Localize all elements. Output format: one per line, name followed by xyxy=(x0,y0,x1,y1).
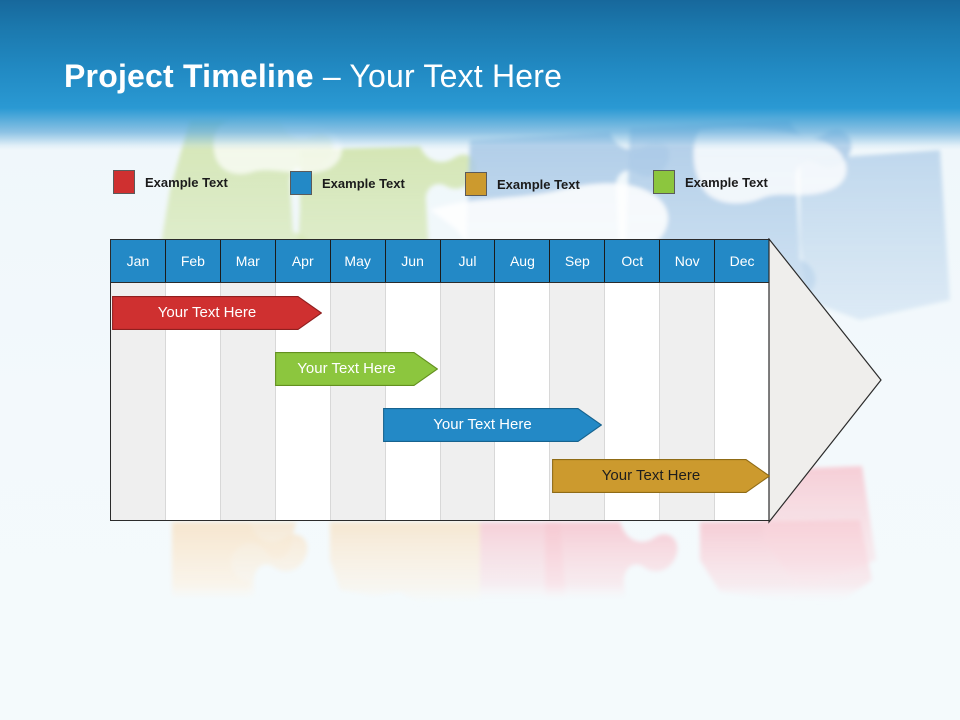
legend-item-label: Example Text xyxy=(685,174,768,190)
legend-swatch-icon xyxy=(465,172,487,196)
legend-swatch-icon xyxy=(290,171,312,195)
legend-item-label: Example Text xyxy=(145,174,228,190)
page-title-light: Your Text Here xyxy=(349,58,563,94)
legend-swatch-icon xyxy=(113,170,135,194)
month-header-nov[interactable]: Nov xyxy=(660,240,716,282)
timeline-column-jul xyxy=(440,240,496,520)
legend-item-1[interactable]: Example Text xyxy=(113,170,228,194)
timeline-column-aug xyxy=(495,240,551,520)
timeline-bar-1[interactable]: Your Text Here xyxy=(112,296,322,330)
legend-swatch-icon xyxy=(653,170,675,194)
month-header-jun[interactable]: Jun xyxy=(385,240,441,282)
title-banner xyxy=(0,0,960,150)
timeline-column-feb xyxy=(165,240,221,520)
timeline-bar-4[interactable]: Your Text Here xyxy=(552,459,770,493)
timeline-bar-arrow-icon xyxy=(275,352,438,386)
month-header-dec[interactable]: Dec xyxy=(715,240,770,282)
page-title: Project Timeline – Your Text Here xyxy=(64,58,562,95)
header-divider xyxy=(111,282,769,283)
outline-arrowhead-icon xyxy=(768,238,882,524)
legend-item-4[interactable]: Example Text xyxy=(653,170,768,194)
month-header-apr[interactable]: Apr xyxy=(275,240,331,282)
timeline-bar-arrow-icon xyxy=(552,459,770,493)
month-header-aug[interactable]: Aug xyxy=(495,240,551,282)
month-header-mar[interactable]: Mar xyxy=(220,240,276,282)
timeline-bar-arrow-icon xyxy=(383,408,602,442)
legend-item-label: Example Text xyxy=(322,175,405,191)
legend-item-label: Example Text xyxy=(497,176,580,192)
month-header-jul[interactable]: Jul xyxy=(440,240,496,282)
page-title-strong: Project Timeline xyxy=(64,58,314,94)
legend-item-2[interactable]: Example Text xyxy=(290,171,405,195)
month-header-may[interactable]: May xyxy=(330,240,386,282)
timeline-bar-arrow-icon xyxy=(112,296,322,330)
page-title-dash: – xyxy=(313,58,350,94)
timeline-bar-3[interactable]: Your Text Here xyxy=(383,408,602,442)
legend-item-3[interactable]: Example Text xyxy=(465,172,580,196)
month-header-oct[interactable]: Oct xyxy=(605,240,661,282)
timeline-column-mar xyxy=(220,240,276,520)
month-header-sep[interactable]: Sep xyxy=(550,240,606,282)
month-header-jan[interactable]: Jan xyxy=(111,240,166,282)
month-header-feb[interactable]: Feb xyxy=(165,240,221,282)
timeline-column-jan xyxy=(111,240,166,520)
timeline-bar-2[interactable]: Your Text Here xyxy=(275,352,438,386)
